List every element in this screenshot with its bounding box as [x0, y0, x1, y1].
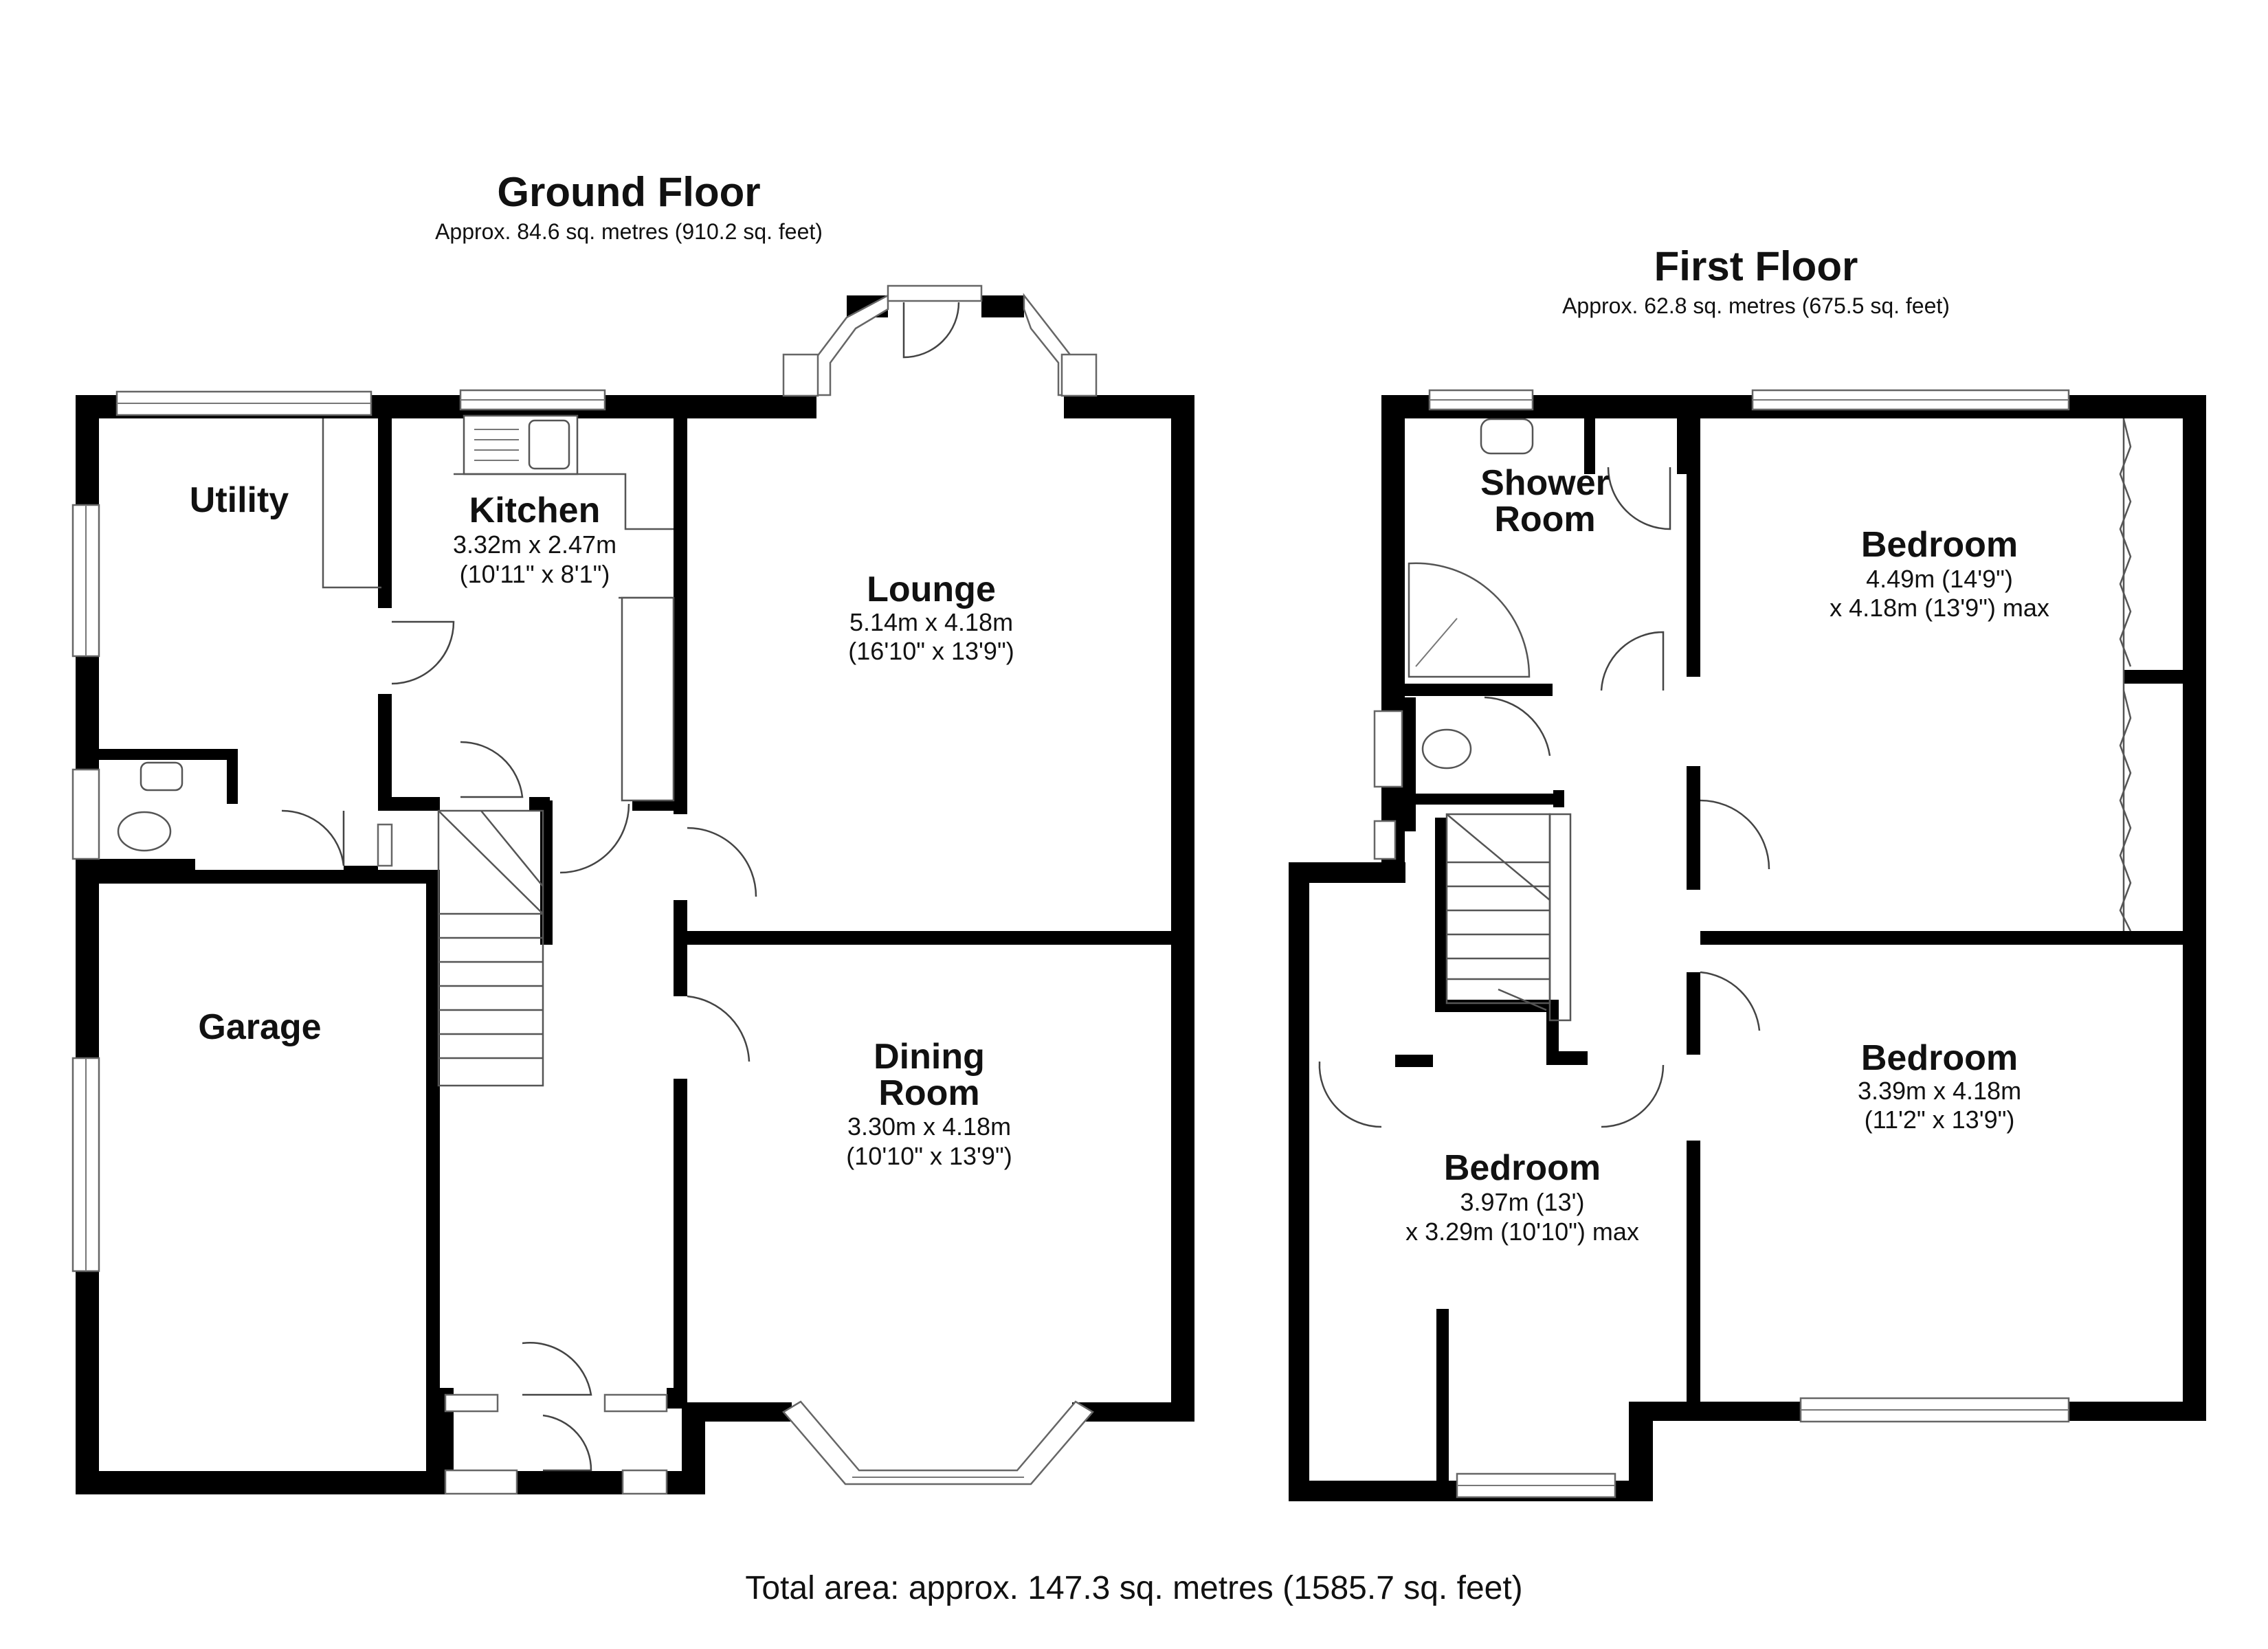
dining-dim-metric: 3.30m x 4.18m: [847, 1112, 1011, 1141]
lounge-dim-imperial: (16'10" x 13'9"): [848, 637, 1014, 665]
first-floor-doors: [1318, 467, 1770, 1128]
ground-floor-plan: [71, 284, 1194, 1495]
utility-name: Utility: [190, 480, 289, 520]
room-label-garage: Garage: [198, 1007, 321, 1047]
lounge-dim-metric: 5.14m x 4.18m: [849, 608, 1013, 636]
room-label-bedroom-2: Bedroom 3.39m x 4.18m (11'2" x 13'9"): [1858, 1038, 2021, 1134]
first-floor-area: Approx. 62.8 sq. metres (675.5 sq. feet): [1562, 293, 1950, 318]
kitchen-fixtures: [322, 414, 675, 802]
bedroom-3-dim-line1: 3.97m (13'): [1460, 1188, 1585, 1216]
dining-name-line2: Room: [878, 1073, 979, 1113]
ground-floor-area: Approx. 84.6 sq. metres (910.2 sq. feet): [435, 219, 823, 244]
bedroom-1-name: Bedroom: [1861, 525, 2018, 565]
room-label-shower: Shower Room: [1480, 463, 1610, 539]
shower-name-line2: Room: [1494, 500, 1595, 539]
bedroom-1-dim-line1: 4.49m (14'9"): [1866, 565, 2013, 593]
dining-name-line1: Dining: [874, 1037, 985, 1077]
bedroom-3-name: Bedroom: [1444, 1148, 1601, 1188]
first-floor-plan: [1289, 389, 2206, 1501]
ground-floor-windows: [71, 389, 668, 1495]
room-label-utility: Utility: [190, 480, 289, 520]
first-floor-walls: [1289, 395, 2206, 1501]
ground-floor-walls: [76, 295, 1194, 1494]
first-floor-windows: [1373, 389, 2070, 1499]
shower-fixtures: [1408, 418, 1534, 770]
lounge-name: Lounge: [867, 570, 996, 609]
kitchen-dim-imperial: (10'11" x 8'1"): [460, 560, 610, 588]
first-floor-title: First Floor: [1654, 243, 1858, 289]
ground-floor-doors: [281, 302, 960, 1472]
lounge-bay-window: [782, 284, 1098, 397]
bedroom-2-dim-metric: 3.39m x 4.18m: [1858, 1077, 2021, 1105]
total-area: Total area: approx. 147.3 sq. metres (15…: [745, 1570, 1522, 1606]
ground-stairs: [437, 809, 544, 1087]
dining-dim-imperial: (10'10" x 13'9"): [846, 1142, 1012, 1170]
bedroom-wardrobe: [2119, 418, 2132, 932]
room-label-bedroom-3: Bedroom 3.97m (13') x 3.29m (10'10") max: [1405, 1148, 1639, 1246]
ground-floor-title: Ground Floor: [497, 169, 760, 215]
bedroom-2-dim-imperial: (11'2" x 13'9"): [1865, 1106, 2015, 1134]
dining-bay-window: [782, 1400, 1094, 1485]
room-label-kitchen: Kitchen 3.32m x 2.47m (10'11" x 8'1"): [453, 491, 616, 588]
kitchen-dim-metric: 3.32m x 2.47m: [453, 530, 616, 559]
room-label-lounge: Lounge 5.14m x 4.18m (16'10" x 13'9"): [848, 570, 1014, 665]
room-label-bedroom-1: Bedroom 4.49m (14'9") x 4.18m (13'9") ma…: [1830, 525, 2049, 622]
ground-floor-header: Ground Floor Approx. 84.6 sq. metres (91…: [435, 169, 823, 244]
bedroom-2-name: Bedroom: [1861, 1038, 2018, 1078]
kitchen-name: Kitchen: [469, 491, 601, 530]
room-label-dining: Dining Room 3.30m x 4.18m (10'10" x 13'9…: [846, 1037, 1012, 1170]
garage-name: Garage: [198, 1007, 321, 1047]
ground-wc-fixtures: [117, 761, 184, 852]
bedroom-1-dim-line2: x 4.18m (13'9") max: [1830, 594, 2049, 622]
first-floor-header: First Floor Approx. 62.8 sq. metres (675…: [1562, 243, 1950, 318]
first-stairs: [1445, 813, 1572, 1022]
shower-name-line1: Shower: [1480, 463, 1610, 503]
bedroom-3-dim-line2: x 3.29m (10'10") max: [1405, 1218, 1639, 1246]
